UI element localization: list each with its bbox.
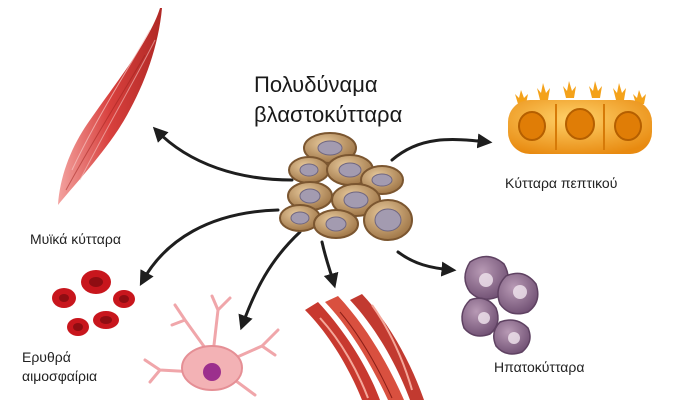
title-line-1: Πολυδύναμα (254, 72, 378, 97)
arrows (139, 126, 493, 331)
title-line-2: βλαστοκύτταρα (254, 102, 403, 127)
arrow-to-digestive (390, 133, 493, 162)
neuron-icon (143, 294, 280, 397)
label-liver-cells: Ηπατοκύτταρα (494, 359, 585, 375)
stem-cell-cluster-icon (279, 132, 413, 241)
arrow-to-blood (139, 208, 280, 286)
arrow-to-fibers (320, 240, 339, 289)
arrow-to-muscle (152, 126, 294, 182)
digestive-cells-icon (508, 81, 652, 154)
muscle-cell-icon (58, 8, 162, 205)
arrow-to-neuron (238, 230, 302, 331)
muscle-fibers-icon (305, 294, 424, 400)
liver-cells-icon (461, 255, 539, 355)
label-red-blood-cells-line-1: Ερυθρά (22, 349, 71, 365)
red-blood-cells-icon (52, 270, 135, 336)
label-red-blood-cells: Ερυθρά αιμοσφαίρια (22, 348, 97, 386)
label-muscle-cells: Μυϊκά κύτταρα (30, 231, 121, 247)
label-red-blood-cells-line-2: αιμοσφαίρια (22, 368, 98, 384)
diagram-title: Πολυδύναμα βλαστοκύτταρα (254, 70, 402, 130)
arrow-to-liver (396, 250, 457, 277)
label-digestive-cells: Κύτταρα πεπτικού (505, 175, 618, 191)
